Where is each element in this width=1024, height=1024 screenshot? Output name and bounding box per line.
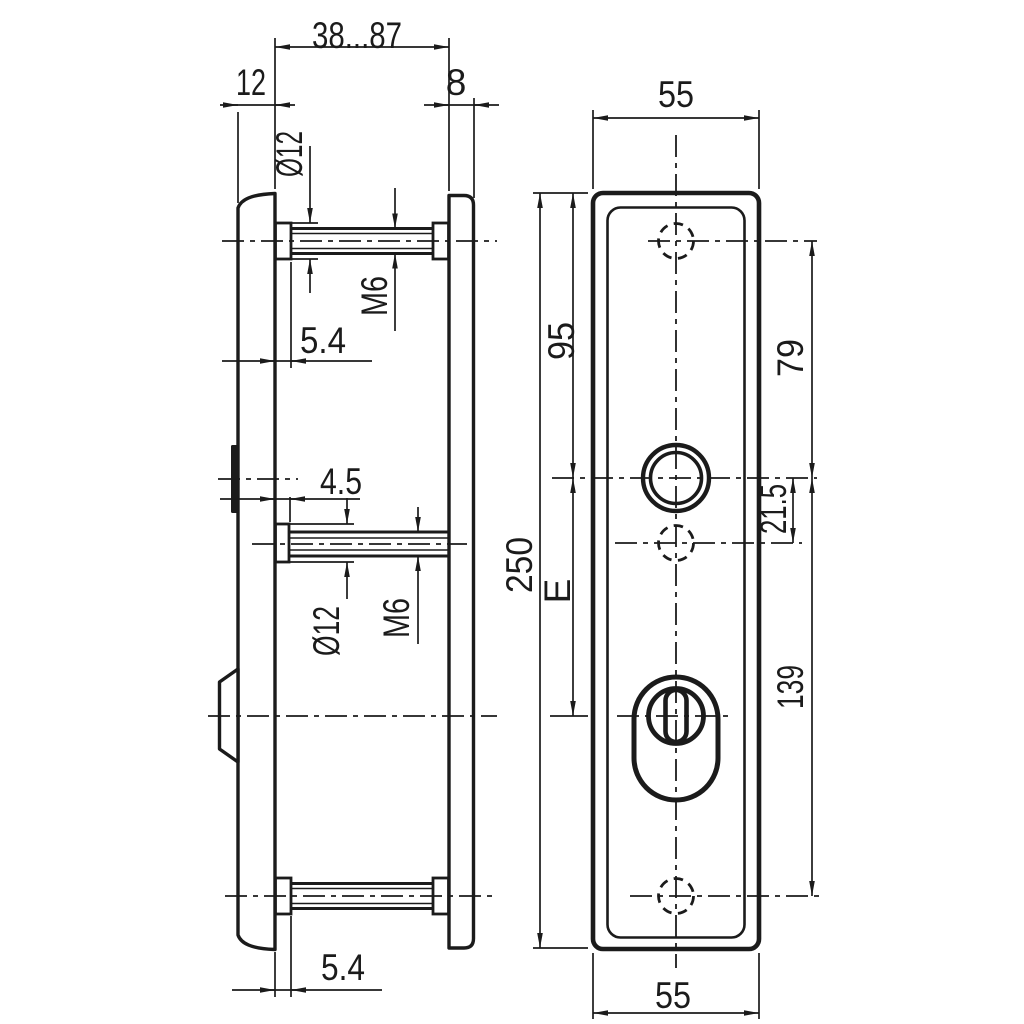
dim-middle-sleeve-diameter-label: Ø12 [306, 606, 347, 656]
dim-top-thread-label: M6 [354, 276, 395, 316]
dim-plate-width-bottom-label: 55 [655, 975, 691, 1016]
top-bolt [274, 221, 450, 261]
dim-top-sleeve-diameter-label: Ø12 [269, 131, 310, 177]
dim-plate-width-top-label: 55 [658, 74, 694, 115]
dim-handle-to-screw-hole-label: 21.5 [753, 484, 794, 534]
dim-outer-plate-thickness-label: 12 [236, 62, 266, 103]
dim-inner-plate-thickness-label: 8 [446, 62, 467, 103]
dim-middle-head-height-label: 4.5 [320, 461, 362, 502]
dim-top-edge-to-handle-label: 95 [541, 322, 582, 360]
middle-screw [274, 522, 449, 564]
dimension-lines [220, 44, 815, 1016]
dim-top-head-height-label: 5.4 [300, 320, 346, 361]
dim-plate-height-label: 250 [499, 537, 540, 593]
outer-plate-profile [236, 191, 277, 952]
front-plate-inner-outline [606, 206, 746, 939]
middle-screw-head [274, 522, 291, 564]
dim-handle-to-top-hole-label: 79 [770, 339, 811, 377]
side-view [217, 191, 476, 952]
dim-grip-range-label: 38...87 [312, 15, 402, 56]
dim-bottom-head-height-label: 5.4 [321, 947, 365, 988]
dim-middle-thread-label: M6 [376, 598, 417, 638]
bottom-bolt [274, 876, 450, 916]
dim-handle-to-cylinder-label: E [537, 579, 578, 604]
dim-handle-to-bottom-hole-label: 139 [770, 665, 811, 709]
dimension-labels: 38...87 12 8 Ø12 M6 5.4 4.5 Ø12 M6 5.4 5… [236, 15, 811, 1016]
inner-plate-profile [447, 193, 476, 950]
center-lines [208, 135, 820, 968]
